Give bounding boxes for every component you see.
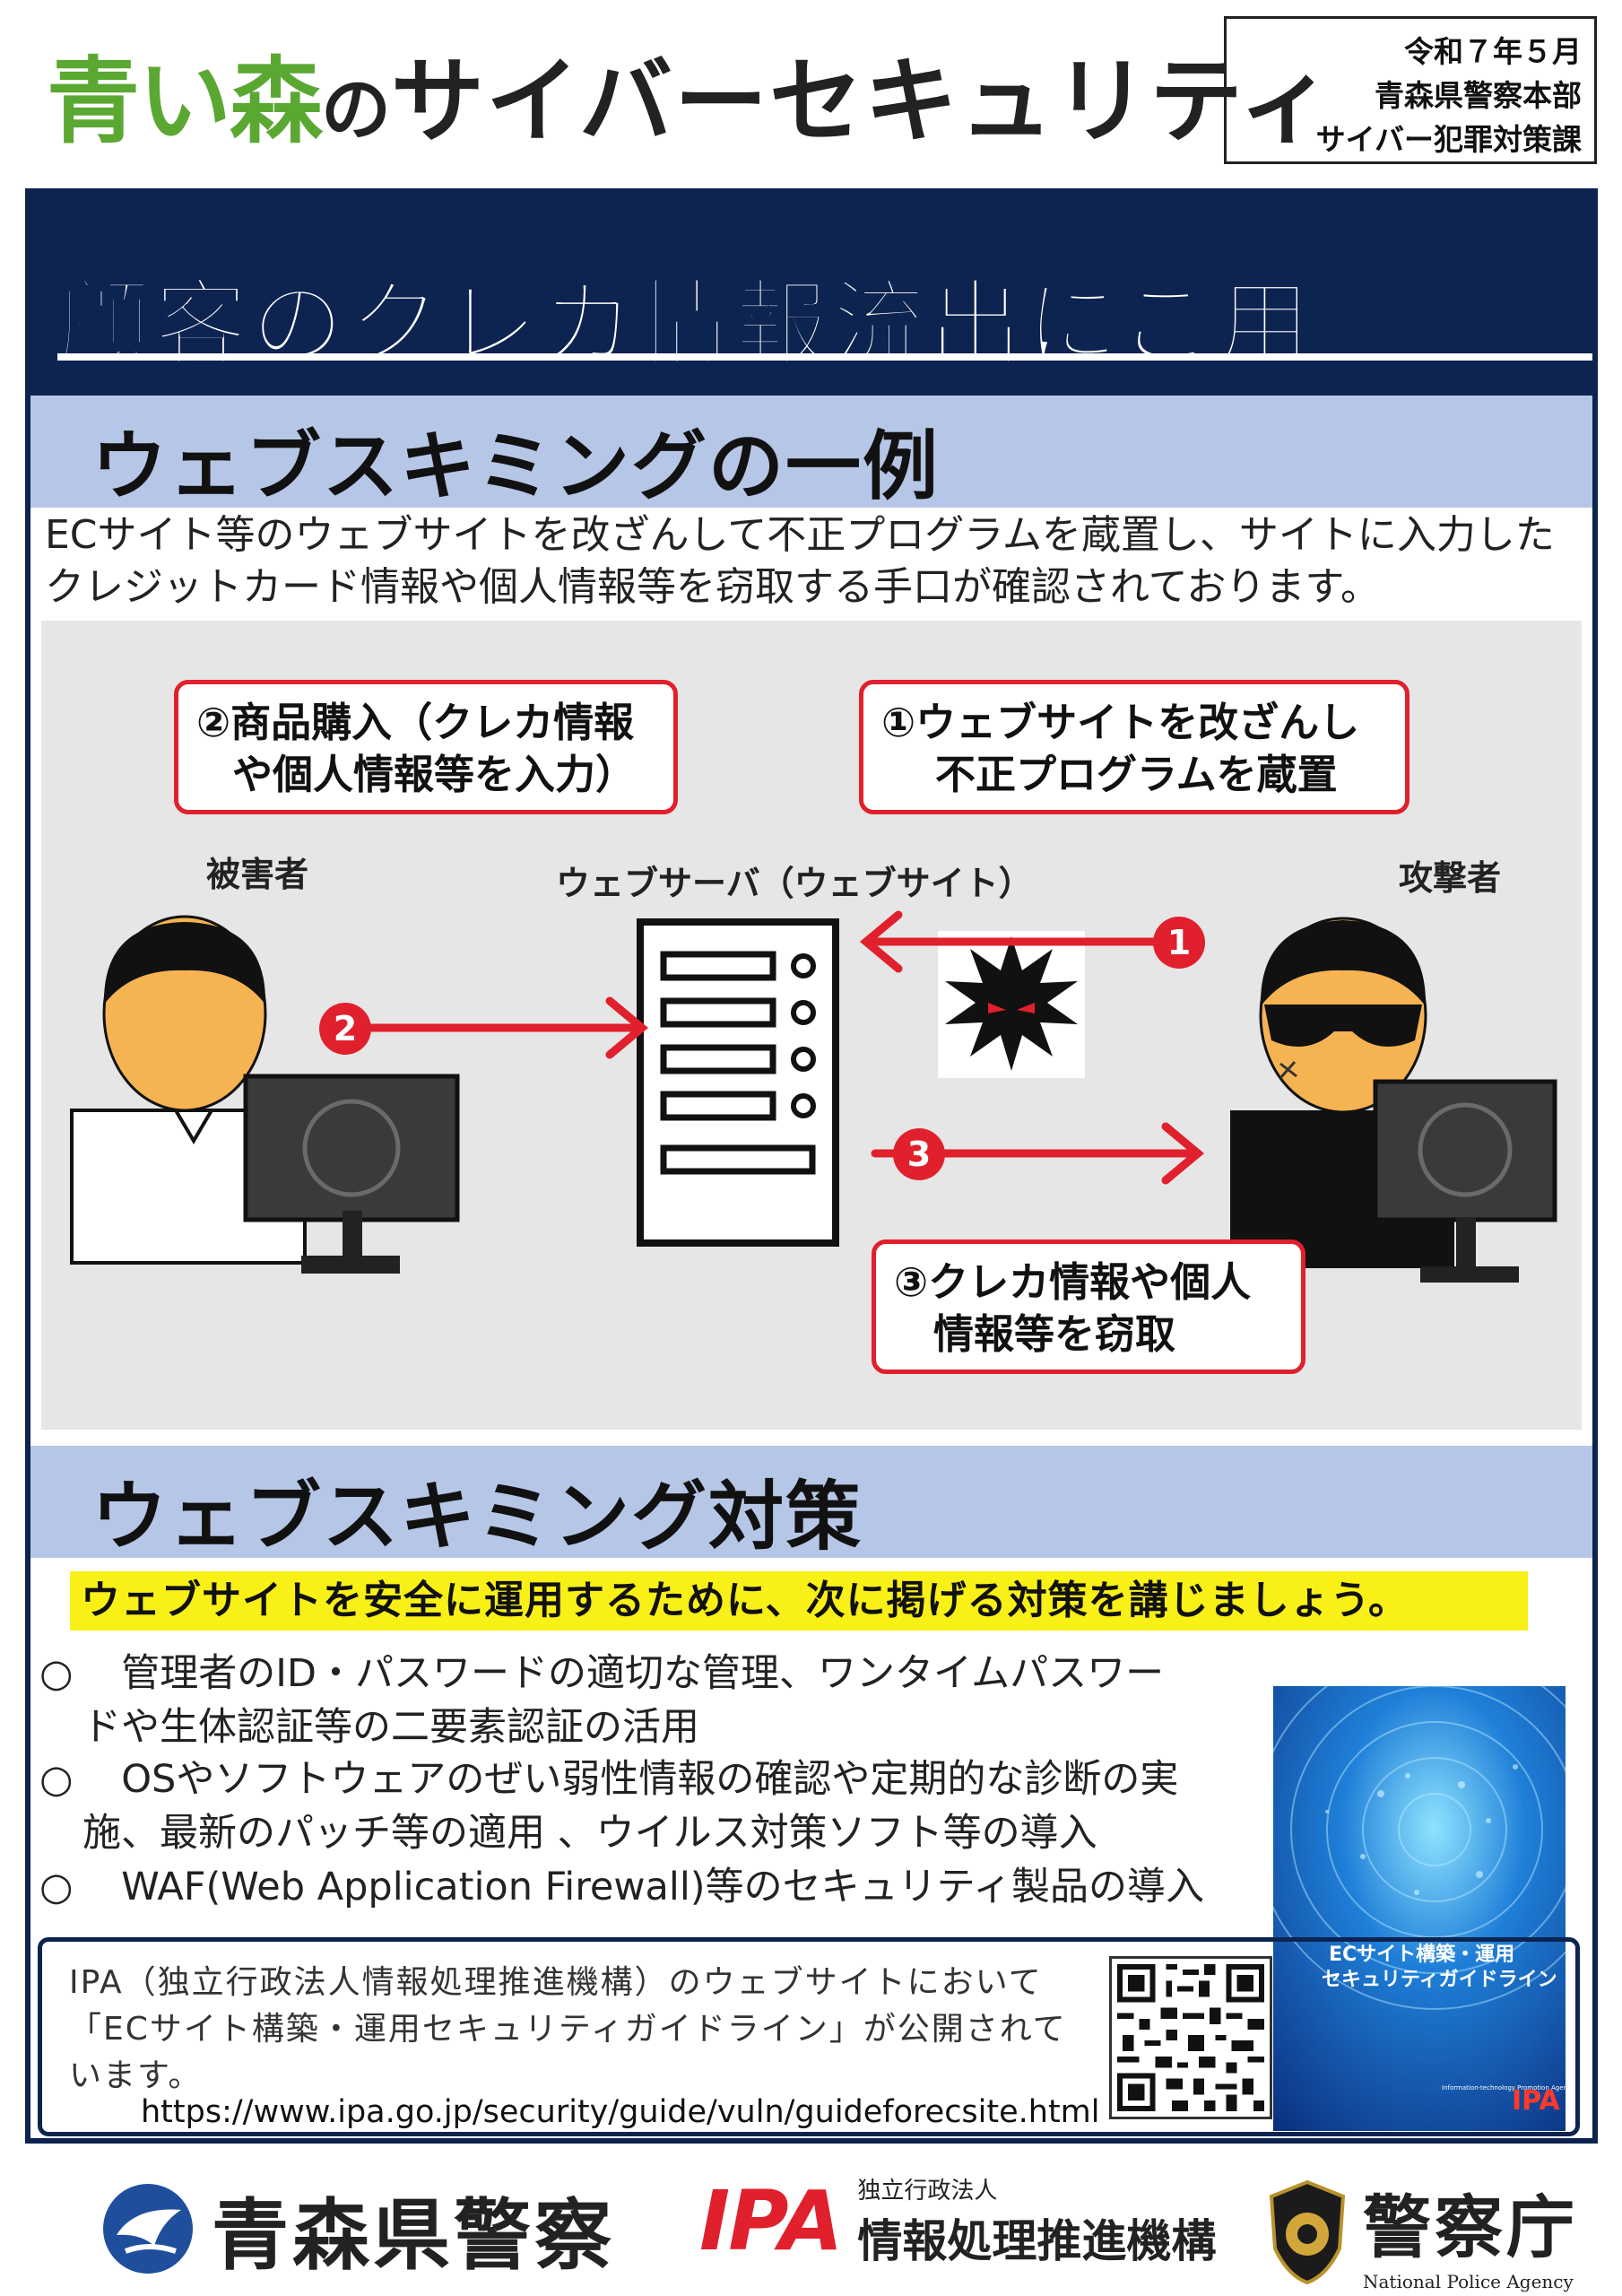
attacker-label: 攻撃者 [1399, 858, 1502, 898]
issuer-box: 令和７年５月 青森県警察本部 サイバー犯罪対策課 [1224, 16, 1597, 164]
npa-name: 警察庁 [1363, 2187, 1578, 2267]
step2-badge: 2 [319, 1003, 371, 1055]
ipa-guideline-link[interactable]: https://www.ipa.go.jp/security/guide/vul… [141, 2094, 1100, 2130]
guide-cover-publisher: Information-technology Promotion Agency,… [1442, 2084, 1566, 2092]
section-measures-bar: ウェブスキミング対策 [30, 1446, 1592, 1561]
victim-hair [103, 922, 266, 1004]
ipa-name: 情報処理推進機構 [857, 2215, 1217, 2267]
callout-purchase-line2: や個人情報等を入力） [232, 751, 637, 798]
measure-text-line1: 管理者のID・パスワードの適切な管理、ワンタイムパスワー [121, 1651, 1165, 1696]
npa-logo: 警察庁 National Police Agency [1264, 2172, 1578, 2292]
guide-cover-ipa: IPA [1512, 2085, 1560, 2117]
guide-cover-title2: セキュリティガイドライン [1322, 1969, 1557, 1991]
malware-icon [938, 931, 1085, 1078]
section-example-bar: ウェブスキミングの一例 [30, 396, 1592, 510]
callout-tamper: ①ウェブサイトを改ざんし 不正プログラムを蔵置 [859, 680, 1409, 814]
ipa-logo-mark: IPA [699, 2173, 843, 2269]
aomori-police-logo: 青森県警察 [99, 2172, 615, 2284]
callout-steal-line1: ③クレカ情報や個人 [894, 1258, 1252, 1306]
main-frame: 顧客のクレカ情報流出にご用心！！ ウェブスキミングの一例 ECサイト等のウェブサ… [25, 188, 1598, 2144]
measure-text-line1: OSやソフトウェアのぜい弱性情報の確認や定期的な診断の実 [121, 1757, 1179, 1802]
aomori-police-emblem-icon [103, 2183, 193, 2274]
sunglasses [1264, 1004, 1422, 1048]
brand-part-no: の [321, 70, 392, 151]
victim-figure [70, 915, 460, 1274]
brand-part-cybersecurity: サイバーセキュリティ [391, 47, 1334, 156]
issue-date: 令和７年５月 [1404, 34, 1582, 69]
callout-purchase-line1: ②商品購入（クレカ情報 [196, 699, 635, 746]
alert-title-underline [57, 353, 1592, 361]
section-example-heading: ウェブスキミングの一例 [91, 422, 941, 510]
diagram-arrows [342, 910, 1205, 1185]
step1-badge: 1 [1153, 917, 1205, 969]
victim-label: 被害者 [206, 855, 309, 894]
issuer-department: 青森県警察本部 [1375, 78, 1582, 113]
qr-code-icon[interactable] [1109, 1956, 1272, 2119]
server-label: ウェブサーバ（ウェブサイト） [556, 864, 1033, 903]
brand-title: 青い森 の サイバーセキュリティ [47, 25, 1334, 160]
ipa-type: 独立行政法人 [857, 2178, 998, 2205]
web-server-icon [637, 918, 839, 1247]
ipa-logo: IPA 独立行政法人 情報処理推進機構 [699, 2172, 1216, 2270]
measure-bullet: ○ [39, 1757, 74, 1802]
issuer-division: サイバー犯罪対策課 [1315, 122, 1582, 157]
guide-cover-title1: ECサイト構築・運用 [1329, 1943, 1514, 1966]
measure-bullet: ○ [39, 1865, 74, 1909]
step3-badge: 3 [893, 1128, 945, 1180]
measure-item: ○ WAF(Web Application Firewall)等のセキュリティ製… [39, 1860, 1204, 1914]
callout-purchase: ②商品購入（クレカ情報 や個人情報等を入力） [174, 680, 678, 814]
measure-text-line2: ドや生体認証等の二要素認証の活用 [82, 1705, 699, 1750]
ipa-info-box: IPA（独立行政法人情報処理推進機構）のウェブサイトにおいて「ECサイト構築・運… [38, 1937, 1580, 2136]
callout-steal: ③クレカ情報や個人 情報等を窃取 [872, 1239, 1305, 1374]
npa-english: National Police Agency [1363, 2271, 1574, 2292]
alert-banner: 顧客のクレカ情報流出にご用心！！ [30, 194, 1592, 516]
callout-tamper-line2: 不正プログラムを蔵置 [935, 751, 1338, 798]
section-measures-heading: ウェブスキミング対策 [91, 1473, 863, 1561]
intro-paragraph: ECサイト等のウェブサイトを改ざんして不正プログラムを蔵置し、サイトに入力したク… [45, 512, 1555, 610]
guideline-cover-image: ECサイト構築・運用 セキュリティガイドライン Information-tech… [1273, 1686, 1566, 2131]
measure-item: ○ OSやソフトウェアのぜい弱性情報の確認や定期的な診断の実 施、最新のパッチ等… [39, 1752, 1178, 1860]
measure-bullet: ○ [39, 1651, 74, 1696]
callout-tamper-line1: ①ウェブサイトを改ざんし [881, 699, 1360, 746]
ipa-info-text: IPA（独立行政法人情報処理推進機構）のウェブサイトにおいて「ECサイト構築・運… [69, 1964, 1067, 2094]
measure-text-line2: 施、最新のパッチ等の適用 、ウイルス対策ソフト等の導入 [82, 1811, 1097, 1856]
measure-text-line1: WAF(Web Application Firewall)等のセキュリティ製品の… [121, 1865, 1204, 1909]
npa-emblem-icon [1269, 2179, 1346, 2285]
measure-item: ○ 管理者のID・パスワードの適切な管理、ワンタイムパスワー ドや生体認証等の二… [39, 1647, 1164, 1754]
measures-lead: ウェブサイトを安全に運用するために、次に掲げる対策を講じましょう。 [70, 1571, 1528, 1631]
aomori-police-name: 青森県警察 [212, 2191, 615, 2281]
callout-steal-line2: 情報等を窃取 [933, 1310, 1176, 1358]
brand-part-aoimori: 青い森 [47, 47, 323, 156]
web-skimming-diagram: ②商品購入（クレカ情報 や個人情報等を入力） ①ウェブサイトを改ざんし 不正プロ… [41, 621, 1582, 1430]
